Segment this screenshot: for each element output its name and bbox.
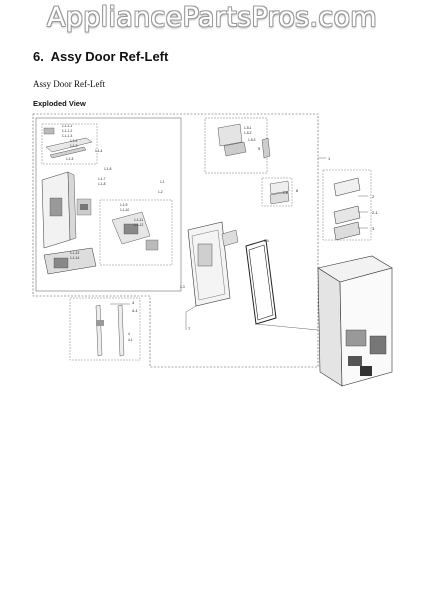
section-title: 6. Assy Door Ref-Left	[33, 49, 168, 64]
door-bin-small: 1-6	[261, 177, 293, 207]
callout-labels: 1 2 2-1 3 4 4-1 5 6 7	[132, 146, 379, 331]
leader-lines	[110, 157, 368, 331]
section-title-text: Assy Door Ref-Left	[50, 49, 169, 64]
svg-text:1-2: 1-2	[158, 190, 163, 194]
svg-text:1-1-5: 1-1-5	[66, 157, 74, 161]
svg-text:1-5-3: 1-5-3	[248, 138, 256, 142]
svg-text:1-1-14: 1-1-14	[70, 256, 79, 260]
dispenser-subassembly	[35, 117, 182, 292]
svg-text:1-3: 1-3	[180, 285, 185, 289]
door-gasket: 1-4	[245, 239, 277, 325]
callout-7: 7	[188, 326, 191, 331]
door-bins-right	[322, 169, 372, 241]
watermark-logo: AppliancePartsPros.com	[47, 2, 377, 33]
svg-text:1-4: 1-4	[264, 239, 269, 243]
hinge-subassembly: 1-5-11-5-2 1-5-3	[204, 117, 271, 174]
svg-text:1-5-2: 1-5-2	[244, 131, 252, 135]
callout-5: 5	[258, 146, 261, 151]
svg-text:1-1-1-3: 1-1-1-3	[62, 134, 73, 138]
svg-text:1-1-13: 1-1-13	[70, 251, 79, 255]
svg-text:1-1-3: 1-1-3	[70, 144, 78, 148]
refrigerator-cabinet	[317, 255, 393, 387]
svg-text:4-1: 4-1	[128, 338, 133, 342]
svg-text:1-1-12: 1-1-12	[134, 223, 143, 227]
svg-text:1-1-6: 1-1-6	[104, 167, 112, 171]
svg-text:1-1-1-1: 1-1-1-1	[62, 124, 73, 128]
svg-text:1-1-11: 1-1-11	[134, 218, 143, 222]
outer-assembly-boundary	[32, 113, 319, 368]
svg-text:1-1-9: 1-1-9	[120, 203, 128, 207]
svg-text:1-1-7: 1-1-7	[98, 177, 106, 181]
callout-6: 6	[296, 188, 299, 193]
svg-text:1-6: 1-6	[283, 191, 288, 195]
svg-text:1-1-2: 1-1-2	[70, 139, 78, 143]
svg-text:4: 4	[128, 332, 130, 336]
callout-4-1: 4-1	[132, 308, 139, 313]
callout-2-1: 2-1	[372, 210, 379, 215]
svg-text:1-1-10: 1-1-10	[120, 208, 129, 212]
svg-text:1-1-1-2: 1-1-1-2	[62, 129, 73, 133]
svg-text:1-5-1: 1-5-1	[244, 126, 252, 130]
section-number: 6.	[33, 49, 44, 64]
diagram-subtitle: Assy Door Ref-Left	[33, 79, 105, 89]
door-liner-panel: 1-3	[180, 221, 239, 307]
exploded-view-label: Exploded View	[33, 99, 86, 108]
handle-subassembly: 4 4-1	[69, 297, 141, 361]
callout-4: 4	[132, 300, 135, 305]
callout-2: 2	[372, 194, 375, 199]
svg-text:1-1-4: 1-1-4	[95, 149, 103, 153]
svg-text:1-1: 1-1	[160, 180, 165, 184]
callout-1: 1	[328, 156, 331, 161]
callout-3: 3	[372, 226, 375, 231]
dispenser-part-labels: 1-1-1-11-1-1-2 1-1-1-31-1-2 1-1-3 1-1-4 1…	[62, 124, 165, 260]
svg-text:1-1-8: 1-1-8	[98, 182, 106, 186]
